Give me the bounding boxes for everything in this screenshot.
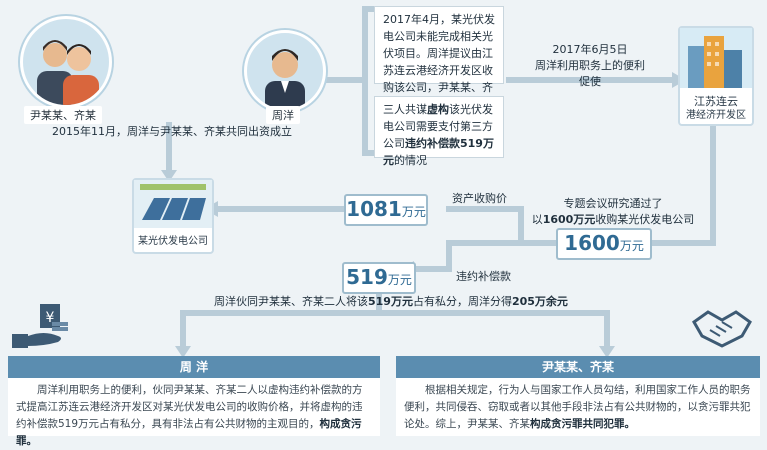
partners-portrait	[20, 16, 112, 108]
money-hand-icon: ¥	[12, 304, 68, 348]
verdict-zhou-title: 周 洋	[8, 356, 380, 378]
amount-519: 519万元	[342, 262, 416, 294]
flow-line	[216, 206, 348, 212]
flow-line	[518, 206, 524, 246]
arrow-down-icon	[599, 346, 615, 358]
partners-label: 尹某某、齐某	[24, 106, 102, 124]
flow-line	[166, 122, 172, 174]
two-people-icon	[37, 40, 99, 105]
event-2017-6-note: 2017年6月5日 周洋利用职务上的便利 促使	[535, 43, 645, 88]
verdict-zhou-text: 周洋利用职务上的便利，伙同尹某某、齐某二人以虚构违约补偿款的方式提高江苏连云港经…	[8, 378, 380, 447]
conspiracy-box: 三人共谋虚构该光伏发电公司需要支付第三方公司违约补偿款519万元的情况	[374, 96, 504, 167]
person-icon	[265, 49, 305, 109]
event-2015-note: 2015年11月，周洋与尹某某、齐某共同出资成立	[52, 125, 292, 138]
flow-line	[650, 240, 716, 246]
building-icon	[680, 28, 752, 88]
flow-line	[506, 77, 676, 83]
svg-text:¥: ¥	[46, 310, 55, 326]
flow-line	[710, 120, 716, 246]
city-card: 江苏连云 港经济开发区	[678, 26, 754, 126]
flow-line	[446, 240, 556, 246]
city-label-line1: 江苏连云	[694, 95, 738, 108]
flow-line	[322, 77, 366, 83]
company-label: 某光伏发电公司	[138, 236, 208, 247]
zhou-portrait	[244, 30, 326, 112]
flow-line	[362, 150, 376, 156]
solar-panel-icon	[134, 180, 212, 228]
asset-price-label: 资产收购价	[452, 192, 507, 205]
amount-1081: 1081万元	[344, 194, 428, 226]
compensation-label: 违约补偿款	[456, 270, 511, 283]
arrow-down-icon	[161, 170, 177, 182]
flow-line	[446, 240, 452, 270]
flow-line	[376, 290, 382, 314]
proposal-box: 2017年4月，某光伏发电公司未能完成相关光伏项目。周洋提议由江苏连云港经济开发…	[374, 6, 504, 111]
flow-line	[180, 310, 186, 350]
flow-line	[604, 310, 610, 350]
flow-line	[412, 266, 452, 272]
flow-line	[362, 6, 376, 12]
split-note: 周洋伙同尹某某、齐某二人将该519万元占有私分，周洋分得205万余元	[214, 295, 568, 308]
verdict-yin-title: 尹某某、齐某	[396, 356, 760, 378]
arrow-down-icon	[175, 346, 191, 358]
verdict-yin-text: 根据相关规定，行为人与国家工作人员勾结，利用国家工作人员的职务便利，共同侵吞、窃…	[396, 378, 760, 436]
city-label-line2: 港经济开发区	[686, 110, 746, 121]
company-card: 某光伏发电公司	[132, 178, 214, 254]
flow-line	[180, 310, 610, 316]
amount-1600: 1600万元	[556, 228, 652, 260]
flow-line	[446, 206, 524, 212]
handshake-icon	[692, 310, 752, 348]
zhou-label: 周洋	[266, 106, 300, 124]
